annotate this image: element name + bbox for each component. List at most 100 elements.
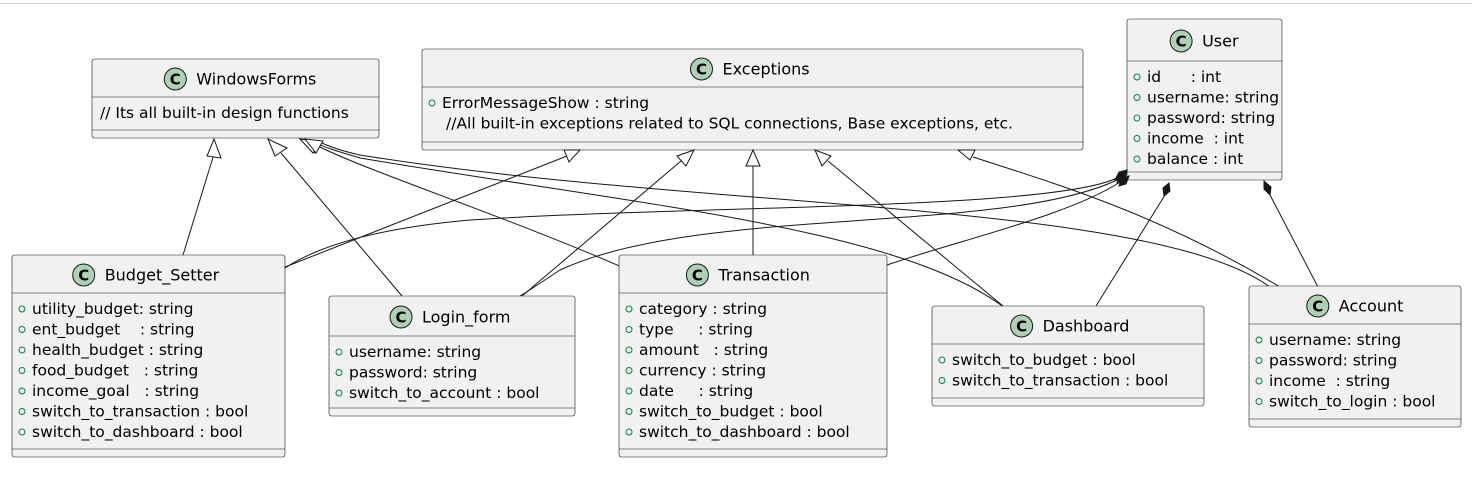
class-member: username: string bbox=[1269, 331, 1401, 349]
class-name: Transaction bbox=[717, 266, 810, 285]
public-visibility-icon bbox=[625, 305, 633, 313]
class-member: date : string bbox=[639, 382, 753, 400]
composition-diamond-icon bbox=[1162, 182, 1171, 197]
class-box bbox=[1126, 18, 1283, 181]
arrowheads-layer bbox=[206, 137, 1272, 197]
class-name: Exceptions bbox=[723, 60, 810, 79]
class-box bbox=[618, 254, 888, 458]
relations-layer bbox=[182, 141, 1319, 309]
public-visibility-icon bbox=[335, 369, 343, 376]
class-stereotype-icon bbox=[72, 263, 96, 287]
public-visibility-icon bbox=[938, 356, 946, 364]
class-member: username: string bbox=[349, 343, 481, 361]
class-transaction: C Transaction category : string type : stri… bbox=[618, 254, 888, 458]
class-member: income : string bbox=[1269, 372, 1390, 390]
public-visibility-icon bbox=[1255, 336, 1263, 344]
class-box bbox=[91, 58, 380, 139]
public-visibility-icon bbox=[625, 326, 633, 333]
inheritance-account-to-exceptions-line bbox=[972, 156, 1281, 288]
class-member: health_budget : string bbox=[32, 341, 203, 360]
class-name: Budget_Setter bbox=[105, 266, 220, 286]
public-visibility-icon bbox=[428, 99, 436, 107]
inheritance-budget-setter-to-windowsforms-line bbox=[182, 153, 215, 256]
class-member: type : string bbox=[639, 321, 753, 339]
class-member: switch_to_budget : bool bbox=[639, 403, 823, 422]
public-visibility-icon bbox=[1255, 357, 1263, 364]
class-box bbox=[11, 254, 286, 458]
class-member: username: string bbox=[1147, 89, 1279, 107]
class-letter-icon: C bbox=[692, 267, 703, 285]
inheritance-transaction-to-windowsforms-line bbox=[319, 146, 625, 269]
class-member: income : int bbox=[1147, 130, 1244, 148]
class-member: switch_to_transaction : bool bbox=[32, 403, 248, 422]
class-letter-icon: C bbox=[1312, 298, 1323, 316]
composition-user-to-transaction-line bbox=[886, 181, 1121, 266]
class-name: Dashboard bbox=[1043, 317, 1130, 336]
inheritance-dashboard-to-windowsforms-line bbox=[314, 141, 1006, 309]
class-letter-icon: C bbox=[170, 71, 181, 89]
class-member: income_goal : string bbox=[32, 382, 199, 401]
class-member: switch_to_account : bool bbox=[349, 384, 539, 403]
public-visibility-icon bbox=[1255, 377, 1263, 385]
class-member: amount : string bbox=[639, 341, 768, 359]
inheritance-arrowhead-icon bbox=[814, 149, 832, 167]
class-letter-icon: C bbox=[78, 267, 89, 285]
class-stereotype-icon bbox=[389, 305, 413, 329]
class-member: ent_budget : string bbox=[32, 321, 195, 340]
class-member: // Its all built-in design functions bbox=[100, 104, 349, 122]
public-visibility-icon bbox=[18, 326, 26, 333]
composition-diamond-icon bbox=[1263, 179, 1272, 197]
class-member: id : int bbox=[1147, 68, 1221, 86]
public-visibility-icon bbox=[1133, 73, 1141, 81]
class-stereotype-icon bbox=[163, 67, 187, 91]
class-letter-icon: C bbox=[1016, 318, 1027, 336]
public-visibility-icon bbox=[1133, 135, 1141, 142]
public-visibility-icon bbox=[625, 346, 633, 354]
composition-user-to-budget-setter-line bbox=[284, 177, 1118, 269]
public-visibility-icon bbox=[1133, 155, 1141, 163]
class-member: switch_to_budget : bool bbox=[952, 351, 1136, 370]
class-box bbox=[1248, 285, 1462, 428]
public-visibility-icon bbox=[938, 377, 946, 384]
public-visibility-icon bbox=[1255, 398, 1263, 405]
class-name: User bbox=[1202, 32, 1239, 51]
top-border-line bbox=[0, 3, 1472, 4]
class-member: switch_to_transaction : bool bbox=[952, 372, 1168, 391]
class-stereotype-icon bbox=[685, 263, 709, 287]
inheritance-arrowhead-icon bbox=[206, 137, 222, 159]
composition-user-to-login-form-line bbox=[519, 179, 1118, 297]
inheritance-arrowhead-icon bbox=[745, 148, 761, 167]
class-letter-icon: C bbox=[696, 61, 707, 79]
inheritance-account-to-windowsforms-line bbox=[319, 141, 1271, 288]
class-stereotype-icon bbox=[690, 57, 713, 81]
public-visibility-icon bbox=[335, 389, 343, 397]
class-letter-icon: C bbox=[1176, 33, 1187, 51]
class-member: category : string bbox=[639, 300, 767, 318]
class-box bbox=[931, 305, 1205, 407]
inheritance-dashboard-to-exceptions-line bbox=[827, 160, 1004, 307]
class-letter-icon: C bbox=[395, 309, 406, 327]
public-visibility-icon bbox=[18, 387, 26, 395]
class-name: WindowsForms bbox=[196, 70, 316, 89]
class-dashboard: C Dashboard switch_to_budget : bool switch_… bbox=[931, 305, 1205, 407]
class-stereotype-icon bbox=[1306, 294, 1330, 318]
composition-user-to-account-line bbox=[1269, 194, 1319, 288]
class-member: balance : int bbox=[1147, 150, 1243, 168]
public-visibility-icon bbox=[625, 387, 633, 395]
public-visibility-icon bbox=[18, 346, 26, 354]
class-member: food_budget : string bbox=[32, 362, 198, 381]
inheritance-arrowhead-icon bbox=[563, 149, 582, 163]
inheritance-login-form-to-exceptions-line bbox=[521, 160, 682, 297]
public-visibility-icon bbox=[1133, 114, 1141, 122]
class-member: ErrorMessageShow : string bbox=[442, 94, 649, 112]
composition-diamond-icon bbox=[1118, 175, 1130, 187]
class-windowsforms: C WindowsForms // Its all built-in design … bbox=[91, 58, 380, 139]
class-name: Login_form bbox=[422, 308, 510, 328]
class-member: currency : string bbox=[639, 362, 766, 380]
public-visibility-icon bbox=[625, 367, 633, 374]
public-visibility-icon bbox=[1133, 94, 1141, 101]
